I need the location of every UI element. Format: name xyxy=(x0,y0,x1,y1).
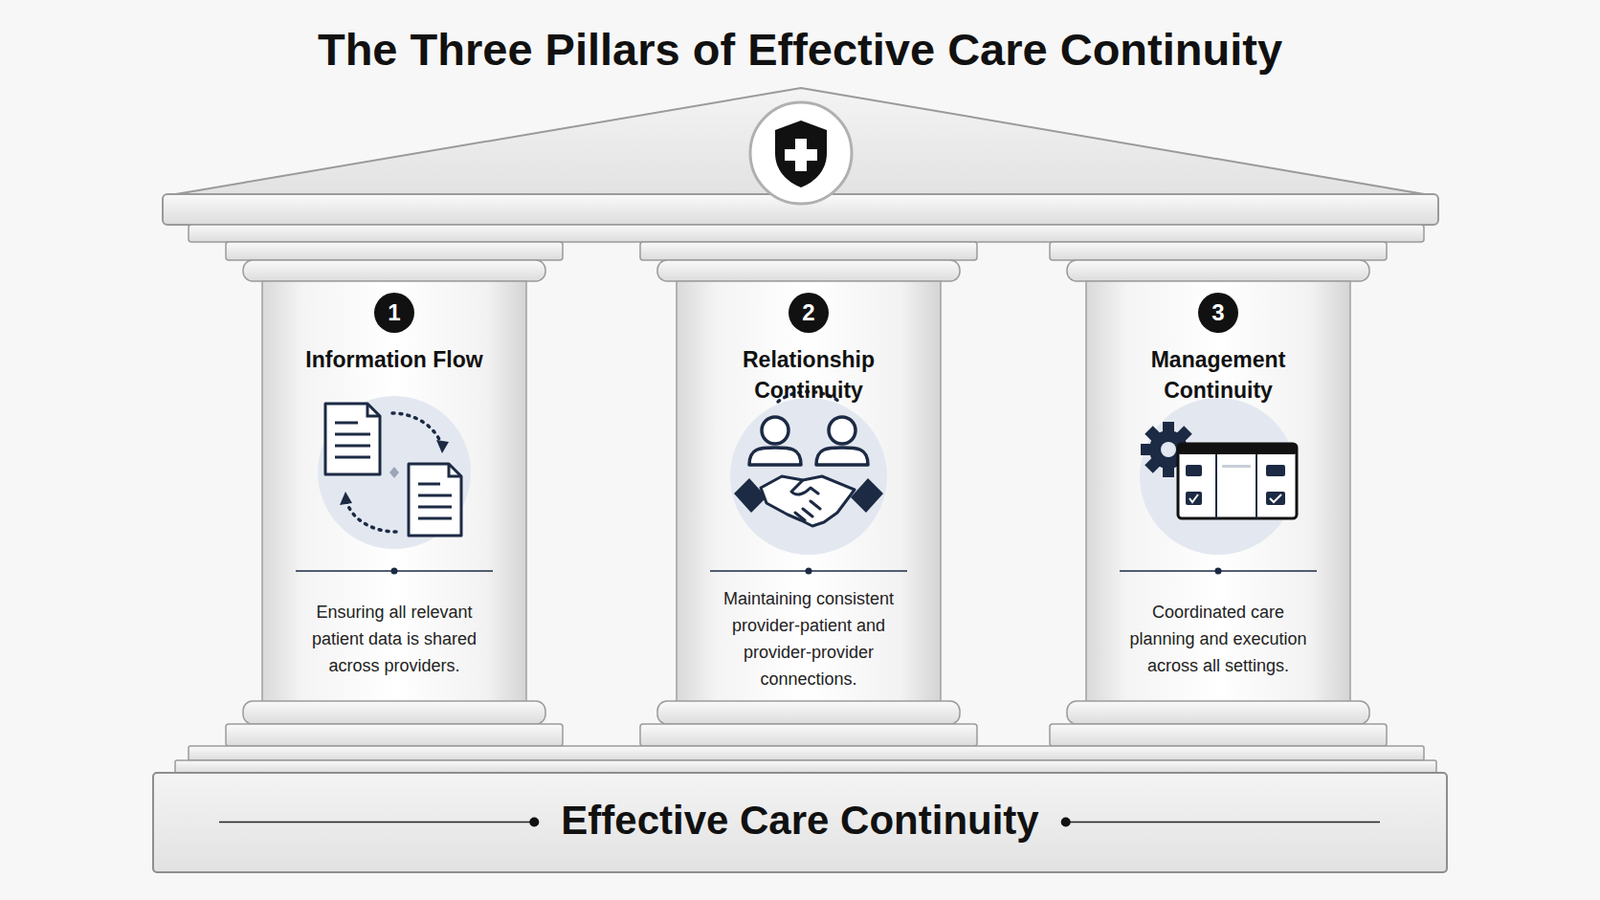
pillar-description: Coordinated care planning and execution … xyxy=(1120,599,1317,680)
foundation-label-row: Effective Care Continuity xyxy=(153,798,1447,845)
pillar-heading: Information Flow xyxy=(274,344,514,376)
diagram-title: The Three Pillars of Effective Care Cont… xyxy=(0,21,1600,79)
pillar-column: Relationship ContinuityMaintaining consi… xyxy=(676,281,941,703)
ornament-dot xyxy=(529,818,539,828)
pillar-heading: Management Continuity xyxy=(1122,344,1314,406)
step-number: 3 xyxy=(1211,301,1224,325)
foundation-band: Effective Care Continuity xyxy=(153,773,1447,873)
step-number-circle: 2 xyxy=(788,292,829,334)
step-number-circle: 3 xyxy=(1198,292,1239,334)
pillar-description: Ensuring all relevant patient data is sh… xyxy=(296,599,493,680)
step-number-circle: 1 xyxy=(374,292,415,334)
ornament-line xyxy=(219,822,534,824)
pillar-description: Maintaining consistent provider-patient … xyxy=(704,585,913,693)
foundation-label: Effective Care Continuity xyxy=(560,798,1039,844)
pillar-column: Information FlowEnsuring all relevant pa… xyxy=(262,281,527,703)
step-number: 1 xyxy=(387,301,400,325)
ornament-line xyxy=(1066,822,1380,824)
ornament-dot xyxy=(1061,818,1071,828)
pillar-heading: Relationship Continuity xyxy=(712,344,905,406)
pillar-column: Management ContinuityCoordinated care pl… xyxy=(1086,281,1351,703)
step-number: 2 xyxy=(801,301,815,325)
